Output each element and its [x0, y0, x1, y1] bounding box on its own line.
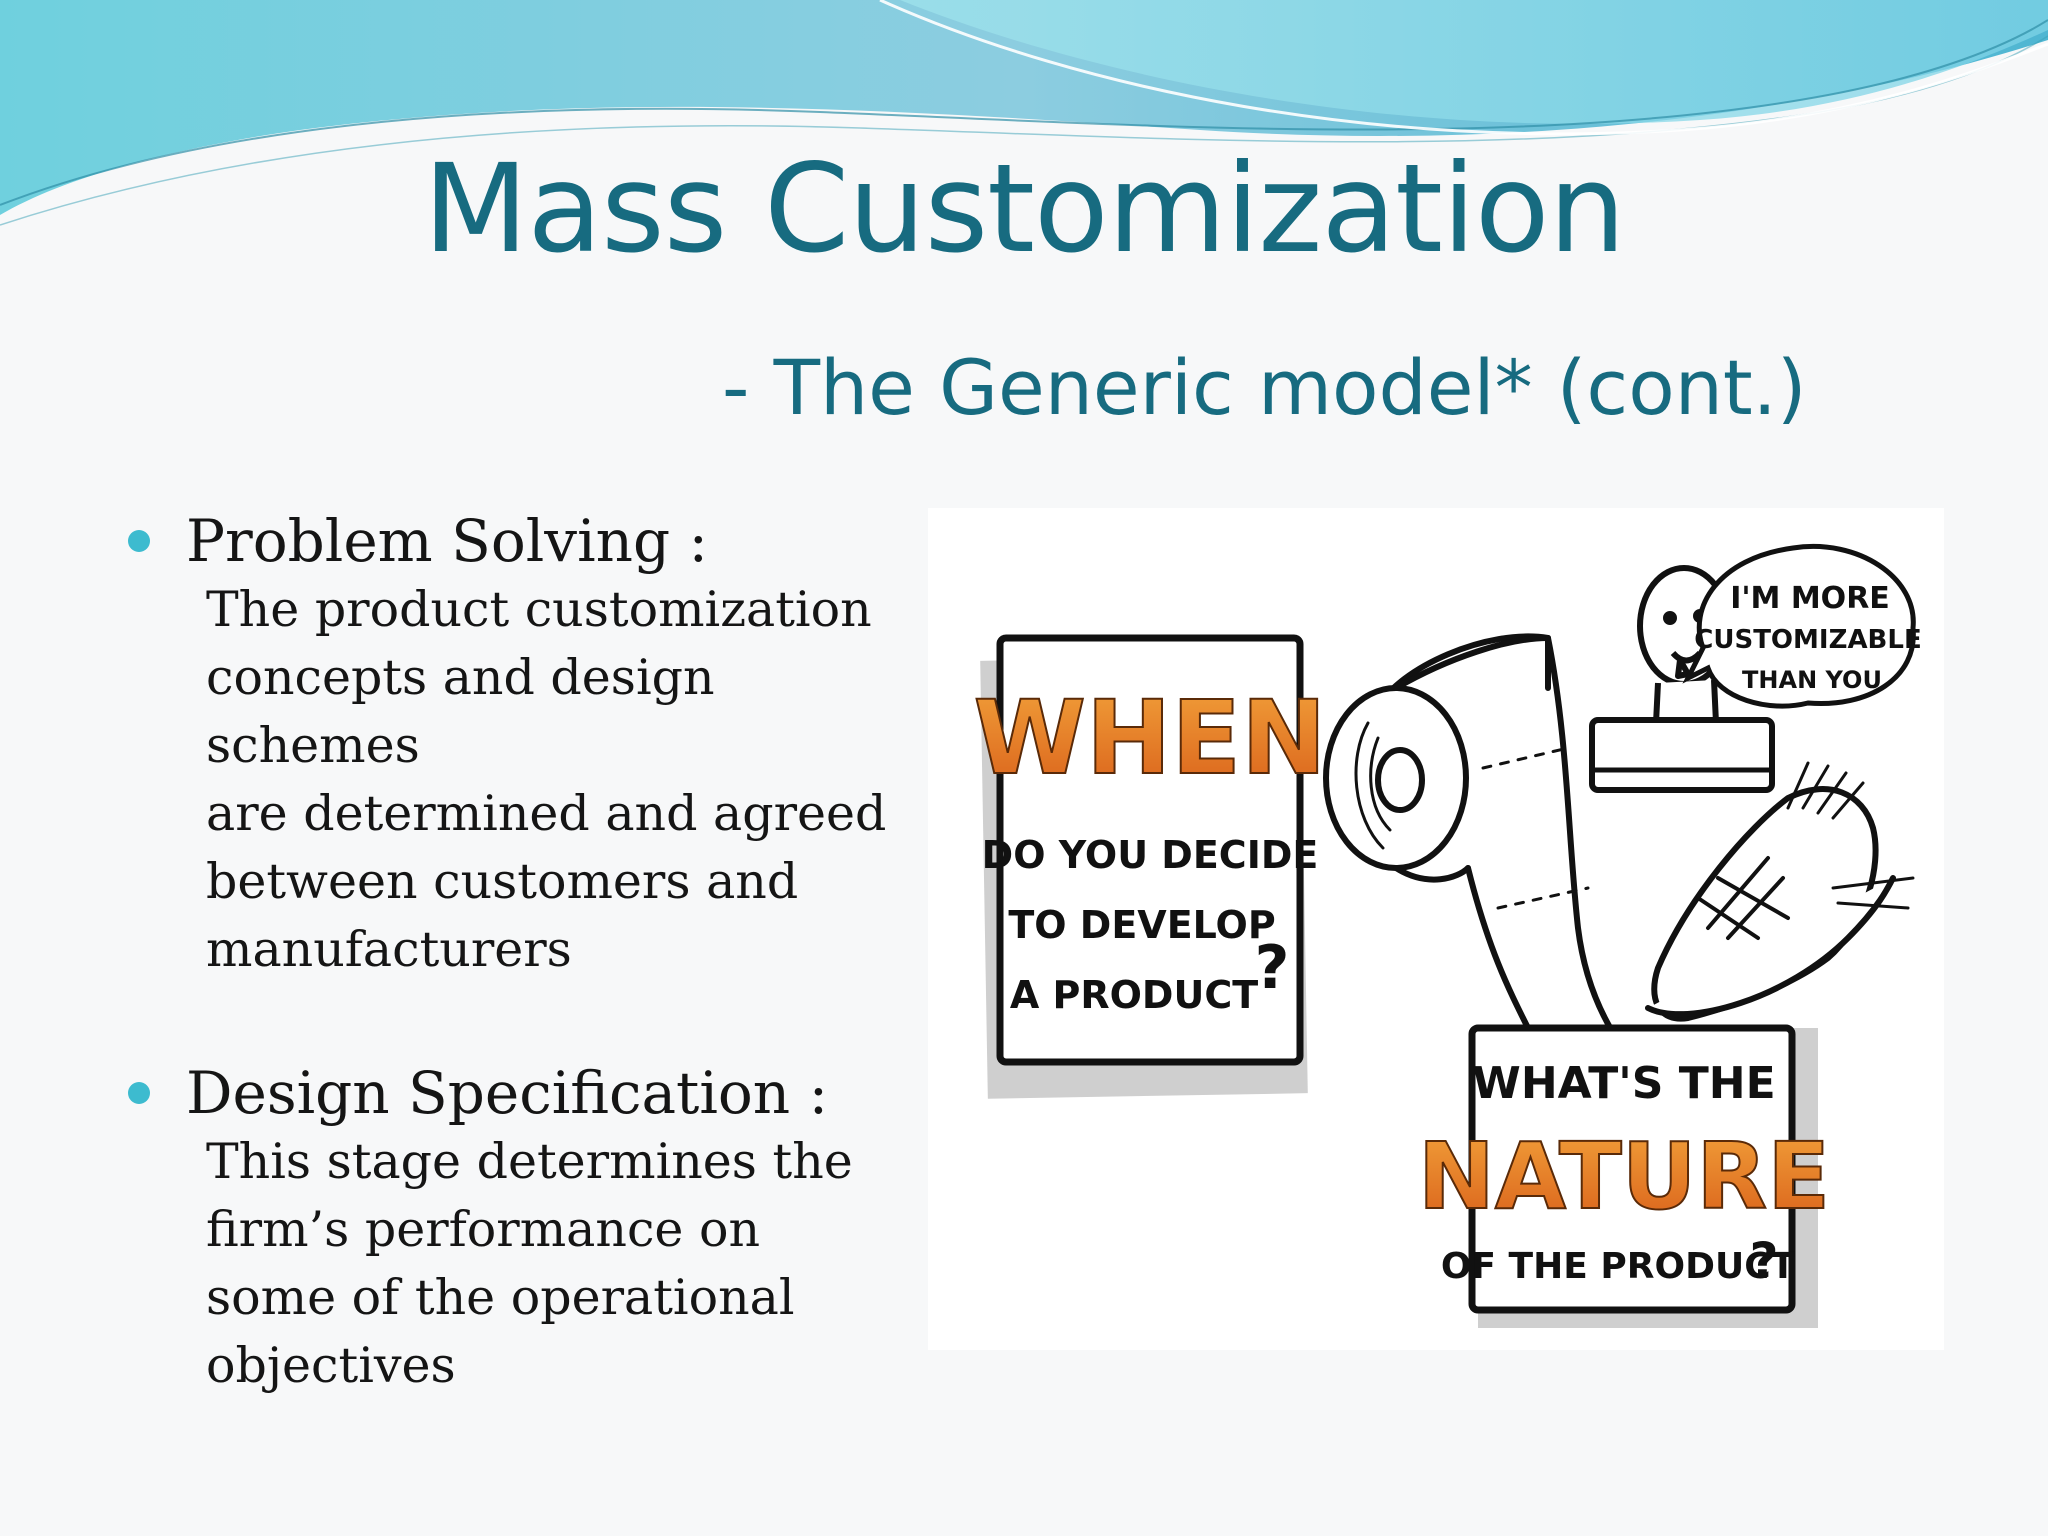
bullet-body-line: some of the operational — [206, 1269, 795, 1326]
bullet-problem-solving: Problem Solving : The product customizat… — [128, 506, 928, 984]
bullet-body-line: manufacturers — [206, 921, 572, 978]
header-wave-decoration — [0, 0, 2048, 226]
bullet-body-line: firm’s performance on — [206, 1201, 761, 1258]
sign-line-text: WHAT'S THE — [1472, 1058, 1775, 1109]
slide-subtitle: - The Generic model* (cont.) — [722, 343, 1807, 432]
speech-line-text: THAN YOU — [1742, 666, 1882, 694]
sign-line-text: TO DEVELOP — [1008, 903, 1275, 947]
bullet-heading: Problem Solving : — [186, 507, 709, 575]
sign-line-text: OF THE PRODUCT — [1441, 1246, 1796, 1287]
sketch-illustration-svg: WHEN DO YOU DECIDE TO DEVELOP A PRODUCT … — [973, 544, 1922, 1328]
bullet-body-line: are determined and agreed — [206, 785, 887, 842]
bullet-body: This stage determines the firm’s perform… — [206, 1128, 928, 1400]
bullet-body-line: between customers and — [206, 853, 799, 910]
speech-bubble: I'M MORE CUSTOMIZABLE THAN YOU — [1682, 544, 1922, 709]
left-question-sign: WHEN DO YOU DECIDE TO DEVELOP A PRODUCT … — [973, 634, 1327, 1099]
bullet-dot-icon — [128, 530, 150, 552]
bullet-design-specification: Design Specification : This stage determ… — [128, 1058, 928, 1400]
sign-when-text: WHEN — [974, 679, 1327, 798]
bullet-heading: Design Specification : — [186, 1059, 829, 1127]
bullet-body-line: This stage determines the — [206, 1133, 853, 1190]
sign-question-mark: ? — [1255, 933, 1290, 1003]
bullet-body-line: The product customization — [206, 581, 872, 638]
sign-line-text: DO YOU DECIDE — [982, 833, 1319, 877]
bullet-body: The product customization concepts and d… — [206, 576, 928, 984]
sign-line-text: A PRODUCT — [1010, 973, 1258, 1017]
bullet-body-line: concepts and design schemes — [206, 649, 715, 774]
sketch-illustration: WHEN DO YOU DECIDE TO DEVELOP A PRODUCT … — [928, 508, 1944, 1350]
speech-line-text: CUSTOMIZABLE — [1694, 625, 1921, 655]
sneaker-icon — [1645, 761, 1915, 1022]
sign-nature-text: NATURE — [1418, 1123, 1830, 1230]
slide-title: Mass Customization — [423, 138, 1626, 280]
right-question-sign: WHAT'S THE NATURE OF THE PRODUCT ? — [1417, 1024, 1831, 1328]
bullet-dot-icon — [128, 1082, 150, 1104]
speech-line-text: I'M MORE — [1730, 581, 1890, 616]
bullet-list: Problem Solving : The product customizat… — [128, 506, 928, 1400]
bullet-body-line: objectives — [206, 1337, 456, 1394]
sign-question-mark: ? — [1749, 1232, 1778, 1290]
